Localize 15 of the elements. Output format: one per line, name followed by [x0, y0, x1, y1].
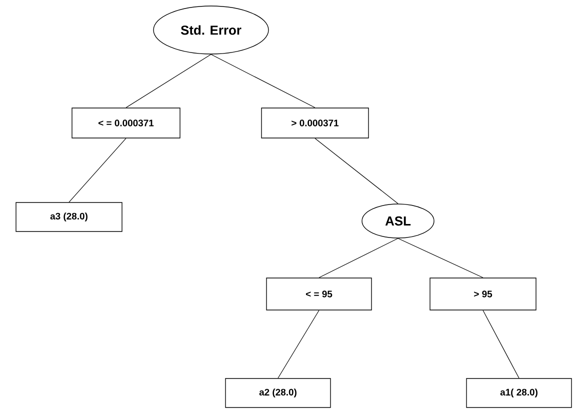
leaf-box: a3 (28.0): [16, 202, 122, 232]
connector-line: [398, 238, 484, 278]
connector-line: [68, 138, 126, 202]
connector-line: [126, 54, 212, 108]
connector-line: [210, 54, 316, 108]
leaf-box: a2 (28.0): [225, 378, 331, 408]
connector-line: [318, 238, 398, 278]
branch-box: < = 0.000371: [72, 108, 180, 138]
connector-line: [314, 138, 398, 204]
connector-line: [482, 310, 520, 378]
leaf-box: a1( 28.0): [466, 378, 572, 408]
branch-box: < = 95: [266, 278, 372, 310]
branch-box: > 95: [430, 278, 536, 310]
connector-line: [278, 310, 320, 378]
branch-box: > 0.000371: [261, 108, 369, 138]
